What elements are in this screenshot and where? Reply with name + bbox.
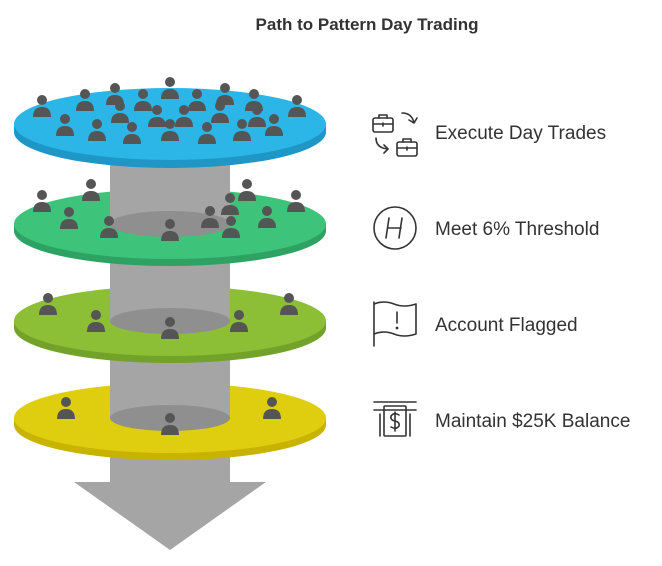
person-icon [33,190,51,212]
person-icon [82,179,100,201]
briefcase-swap-icon [372,112,418,157]
step-label-execute-day-trades: Execute Day Trades [435,123,606,144]
step-label-maintain-balance: Maintain $25K Balance [435,411,630,432]
down-arrow [74,465,266,550]
letter-h-circle-icon [373,206,417,250]
step-label-account-flagged: Account Flagged [435,315,578,336]
person-icon [238,179,256,201]
layer-execute-trades [14,77,326,168]
diagram-title: Path to Pattern Day Trading [256,15,479,34]
layer-account-flagged [14,280,326,363]
step-label-meet-threshold: Meet 6% Threshold [435,219,599,240]
person-icon [287,190,305,212]
flag-exclamation-icon [373,301,417,347]
layer-meet-threshold [14,179,326,266]
layer-maintain-balance [14,383,326,460]
atm-cash-icon [373,401,417,437]
